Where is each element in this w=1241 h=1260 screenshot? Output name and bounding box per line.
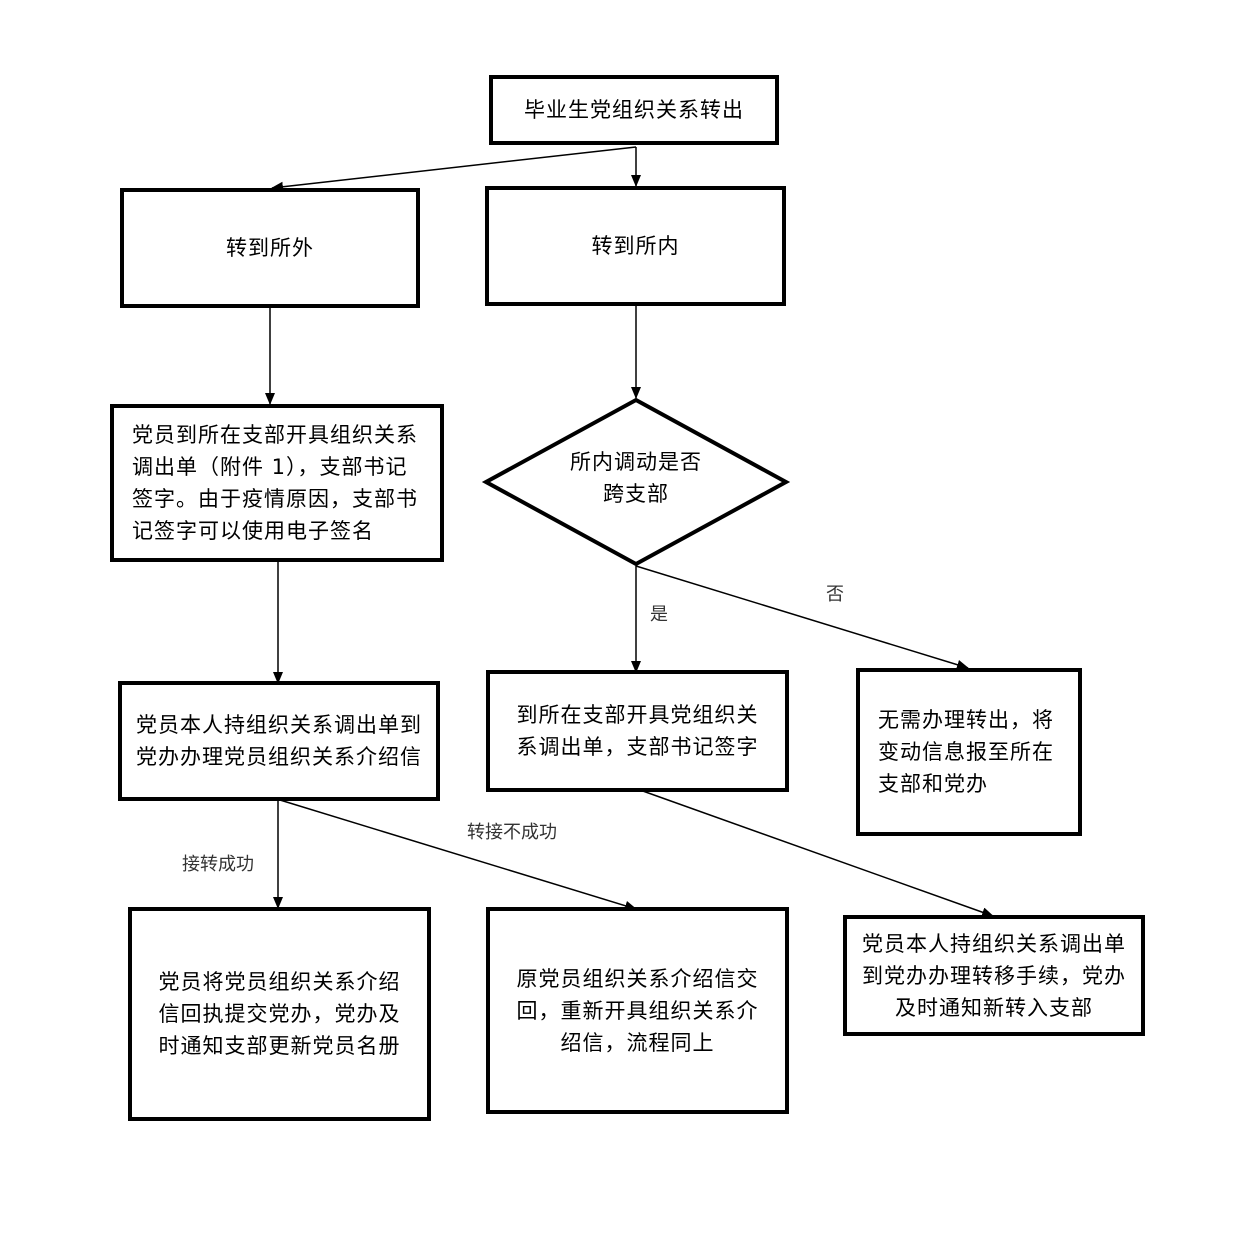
- edge-label-yes: 是: [650, 604, 668, 625]
- node-fail-text: 原党员组织关系介绍信交回，重新开具组织关系介绍信，流程同上: [516, 966, 759, 1055]
- node-in-no: 无需办理转出，将变动信息报至所在支部和党办: [856, 668, 1082, 836]
- node-success: 党员将党员组织关系介绍信回执提交党办，党办及时通知支部更新党员名册: [128, 907, 431, 1121]
- node-out-step2: 党员本人持组织关系调出单到党办办理党员组织关系介绍信: [118, 681, 440, 801]
- edge-label-success: 接转成功: [182, 854, 254, 875]
- node-start: 毕业生党组织关系转出: [489, 75, 779, 145]
- arrow-start-to-outside: [271, 146, 637, 192]
- node-decision-text: 所内调动是否跨支部: [570, 450, 702, 506]
- node-out-step2-text: 党员本人持组织关系调出单到党办办理党员组织关系介绍信: [136, 713, 422, 769]
- arrow-inyes-to-final: [639, 789, 994, 918]
- node-in-yes-text: 到所在支部开具党组织关系调出单，支部书记签字: [516, 703, 759, 759]
- node-start-text: 毕业生党组织关系转出: [524, 98, 744, 122]
- arrow-decision-no: [635, 565, 969, 670]
- node-outside: 转到所外: [120, 188, 420, 308]
- node-in-final: 党员本人持组织关系调出单到党办办理转移手续，党办及时通知新转入支部: [843, 915, 1145, 1036]
- node-inside: 转到所内: [485, 186, 786, 306]
- edge-label-fail: 转接不成功: [467, 822, 557, 843]
- node-in-final-text: 党员本人持组织关系调出单到党办办理转移手续，党办及时通知新转入支部: [862, 931, 1126, 1020]
- node-fail: 原党员组织关系介绍信交回，重新开具组织关系介绍信，流程同上: [486, 907, 789, 1114]
- node-out-step1-text: 党员到所在支部开具组织关系调出单（附件 1），支部书记签字。由于疫情原因，支部书…: [132, 423, 418, 543]
- node-decision: 所内调动是否跨支部: [566, 446, 706, 510]
- node-outside-text: 转到所外: [226, 236, 314, 260]
- edge-label-no: 否: [826, 584, 844, 605]
- node-in-yes: 到所在支部开具党组织关系调出单，支部书记签字: [486, 670, 789, 792]
- arrow-step2-fail: [279, 799, 637, 911]
- decision-diamond: [481, 397, 791, 567]
- node-out-step1: 党员到所在支部开具组织关系调出单（附件 1），支部书记签字。由于疫情原因，支部书…: [110, 404, 444, 562]
- node-inside-text: 转到所内: [591, 234, 680, 258]
- node-in-no-text: 无需办理转出，将变动信息报至所在支部和党办: [878, 708, 1054, 796]
- node-success-text: 党员将党员组织关系介绍信回执提交党办，党办及时通知支部更新党员名册: [158, 970, 401, 1058]
